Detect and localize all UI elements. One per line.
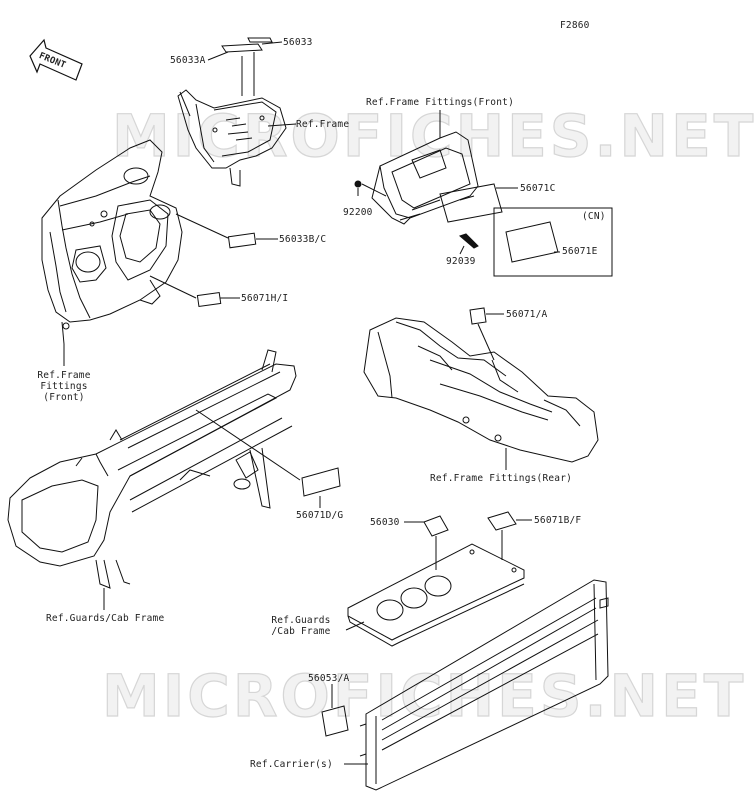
ref-frame-label: Ref.Frame	[296, 119, 350, 130]
sticker-56033bc	[227, 232, 257, 249]
rear-fittings-part	[363, 317, 599, 463]
part-92200: 92200	[343, 207, 373, 218]
ref-frame-fittings-front-top: Ref.Frame Fittings(Front)	[366, 97, 514, 108]
watermark-bottom: MICROFICHES.NET	[101, 661, 747, 730]
ref-frame-fittings-front-left: Ref.Frame Fittings (Front)	[37, 370, 91, 403]
part-56030: 56030	[370, 517, 400, 528]
part-56053a: 56053/A	[308, 673, 350, 684]
sticker-56071e	[505, 221, 559, 263]
cn-variant-box	[493, 207, 613, 277]
front-arrow-icon	[29, 38, 83, 81]
tailgate-part	[359, 579, 609, 791]
ref-carriers: Ref.Carrier(s)	[250, 759, 333, 770]
sticker-56053a	[321, 705, 349, 737]
clip-92039	[459, 233, 479, 249]
part-92039: 92039	[446, 256, 476, 267]
part-56033bc: 56033B/C	[279, 234, 327, 245]
sticker-56071dg	[301, 467, 341, 497]
sticker-56071a	[469, 307, 487, 325]
part-56071a: 56071/A	[506, 309, 548, 320]
guard-frame-part	[7, 349, 297, 589]
part-56071hi: 56071H/I	[241, 293, 289, 304]
center-tray-part	[347, 543, 525, 647]
part-56071c: 56071C	[520, 183, 556, 194]
ref-guards-cab-frame-left: Ref.Guards/Cab Frame	[46, 613, 165, 624]
part-56071bf: 56071B/F	[534, 515, 582, 526]
part-56071dg: 56071D/G	[296, 510, 344, 521]
glove-box-part	[371, 131, 479, 225]
part-56033: 56033	[283, 37, 313, 48]
part-56033a: 56033A	[170, 55, 206, 66]
figure-code: F2860	[560, 20, 590, 31]
dash-panel-part	[41, 139, 183, 345]
cn-label: (CN)	[582, 211, 606, 222]
sticker-56071bf	[487, 511, 517, 531]
sticker-56071c	[439, 183, 503, 223]
sticker-56071hi	[196, 291, 222, 308]
part-56071e: 56071E	[562, 246, 598, 257]
screw-92200	[354, 180, 362, 188]
watermark-top: MICROFICHES.NET	[111, 101, 755, 170]
sticker-56030	[423, 515, 449, 537]
ref-guards-cab-frame-center: Ref.Guards /Cab Frame	[271, 615, 331, 637]
ref-frame-fittings-rear: Ref.Frame Fittings(Rear)	[430, 473, 573, 484]
